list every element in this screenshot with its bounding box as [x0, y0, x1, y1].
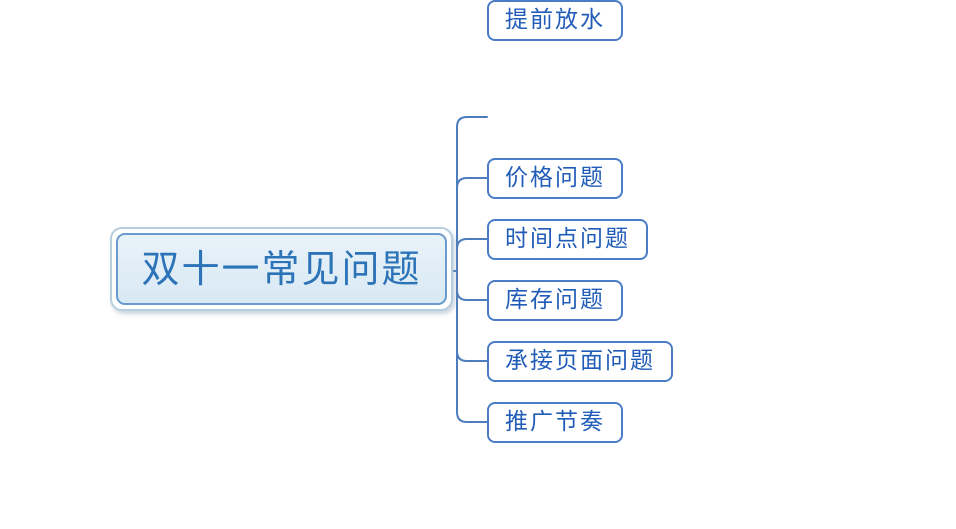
branch-line-1	[456, 116, 488, 272]
subtopic-label: 推广节奏	[505, 409, 605, 435]
subtopic-price[interactable]: 价格问题	[487, 158, 623, 199]
root-topic-label: 双十一常见问题	[141, 247, 422, 291]
root-topic[interactable]: 双十一常见问题	[116, 233, 447, 305]
subtopic-label: 价格问题	[505, 165, 605, 191]
branch-line-5	[456, 270, 488, 362]
subtopic-promotion-rhythm[interactable]: 推广节奏	[487, 402, 623, 443]
branch-line-3	[456, 238, 488, 272]
subtopic-label: 提前放水	[505, 7, 605, 33]
subtopic-landing-page[interactable]: 承接页面问题	[487, 341, 673, 382]
subtopic-label: 库存问题	[505, 287, 605, 313]
subtopic-early-release[interactable]: 提前放水	[487, 0, 623, 41]
branch-line-2	[456, 177, 488, 272]
branch-line-6	[456, 270, 488, 423]
subtopic-label: 时间点问题	[505, 226, 630, 252]
subtopic-inventory[interactable]: 库存问题	[487, 280, 623, 321]
branch-line-4	[456, 270, 488, 301]
subtopic-timing[interactable]: 时间点问题	[487, 219, 648, 260]
subtopic-label: 承接页面问题	[505, 348, 655, 374]
selection-ring: 双十一常见问题	[110, 227, 453, 311]
